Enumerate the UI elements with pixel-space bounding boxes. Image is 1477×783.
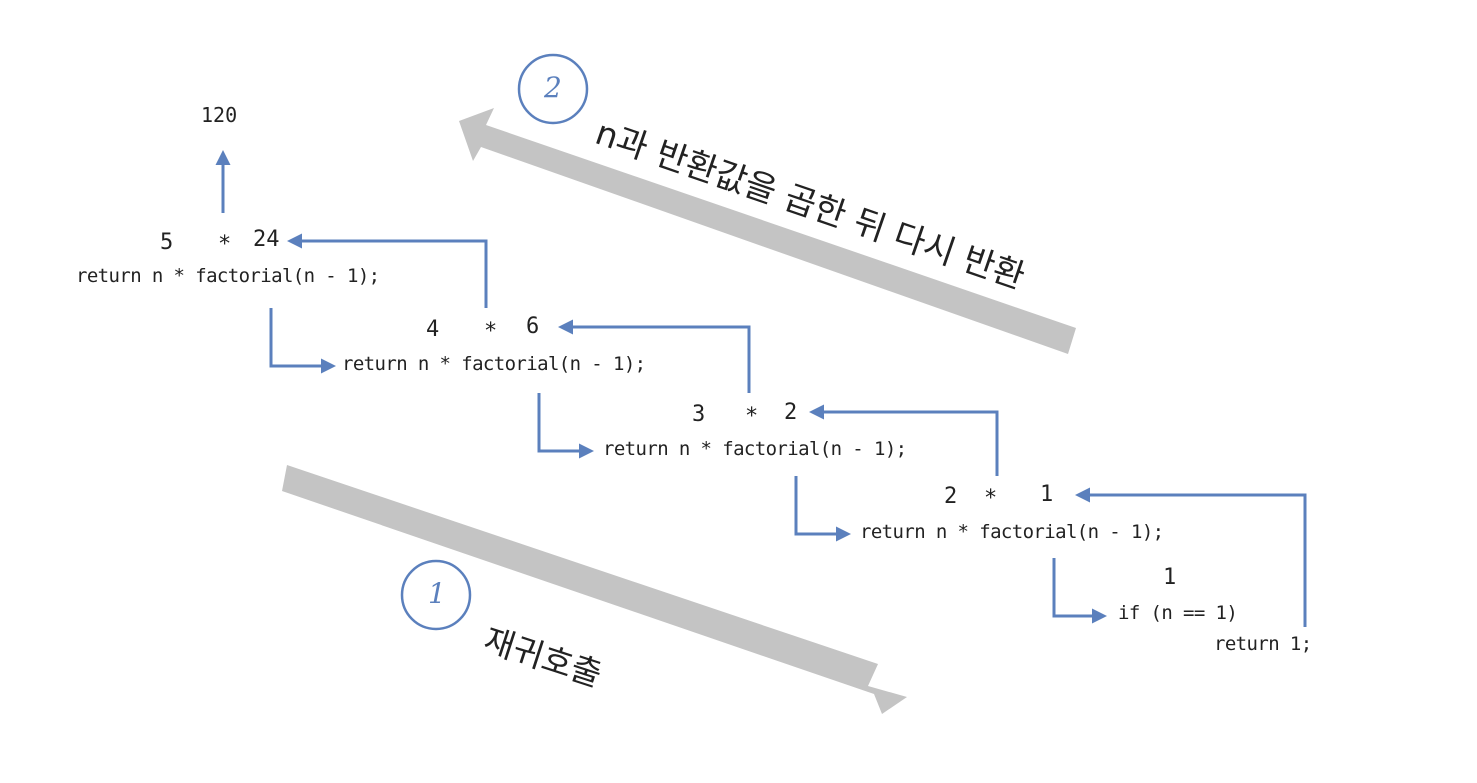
frame-2-code: return n * factorial(n - 1); (342, 353, 646, 375)
frame-3-n: 3 (692, 402, 706, 427)
step-2-number: 2 (544, 71, 562, 104)
frame-3-value: 2 (784, 400, 798, 425)
step-2-circle (517, 53, 589, 125)
call-connector-3 (794, 476, 851, 542)
step-1-circle (400, 559, 472, 631)
call-connector-1 (269, 308, 336, 374)
final-result: 120 (201, 103, 238, 127)
frame-3-operator: * (745, 404, 759, 429)
frame-1-code: return n * factorial(n - 1); (76, 265, 380, 287)
frame-1-operator: * (218, 232, 232, 257)
frame-2-value: 6 (526, 314, 540, 339)
return-connector-2 (558, 319, 751, 393)
frame-1-n: 5 (160, 230, 174, 255)
call-connector-2 (537, 393, 594, 459)
call-connector-4 (1052, 558, 1107, 624)
frame-4-code: return n * factorial(n - 1); (860, 521, 1164, 543)
base-case-condition: if (n == 1) (1118, 602, 1238, 624)
frame-3-code: return n * factorial(n - 1); (603, 438, 907, 460)
base-case-return: return 1; (1214, 633, 1312, 655)
return-connector-4 (1075, 487, 1307, 627)
frame-2-n: 4 (426, 317, 440, 342)
frame-2-operator: * (484, 319, 498, 344)
recursive-call-flow-arrow (282, 465, 907, 714)
return-connector-1 (287, 233, 488, 308)
return-flow-arrow (459, 108, 1076, 354)
step-1-number: 1 (428, 577, 446, 610)
frame-1-value: 24 (253, 227, 280, 252)
return-connector-3 (809, 404, 999, 476)
frame-4-operator: * (984, 486, 998, 511)
frame-4-value: 1 (1040, 482, 1054, 507)
base-case-value: 1 (1163, 565, 1177, 590)
frame-4-n: 2 (944, 484, 958, 509)
